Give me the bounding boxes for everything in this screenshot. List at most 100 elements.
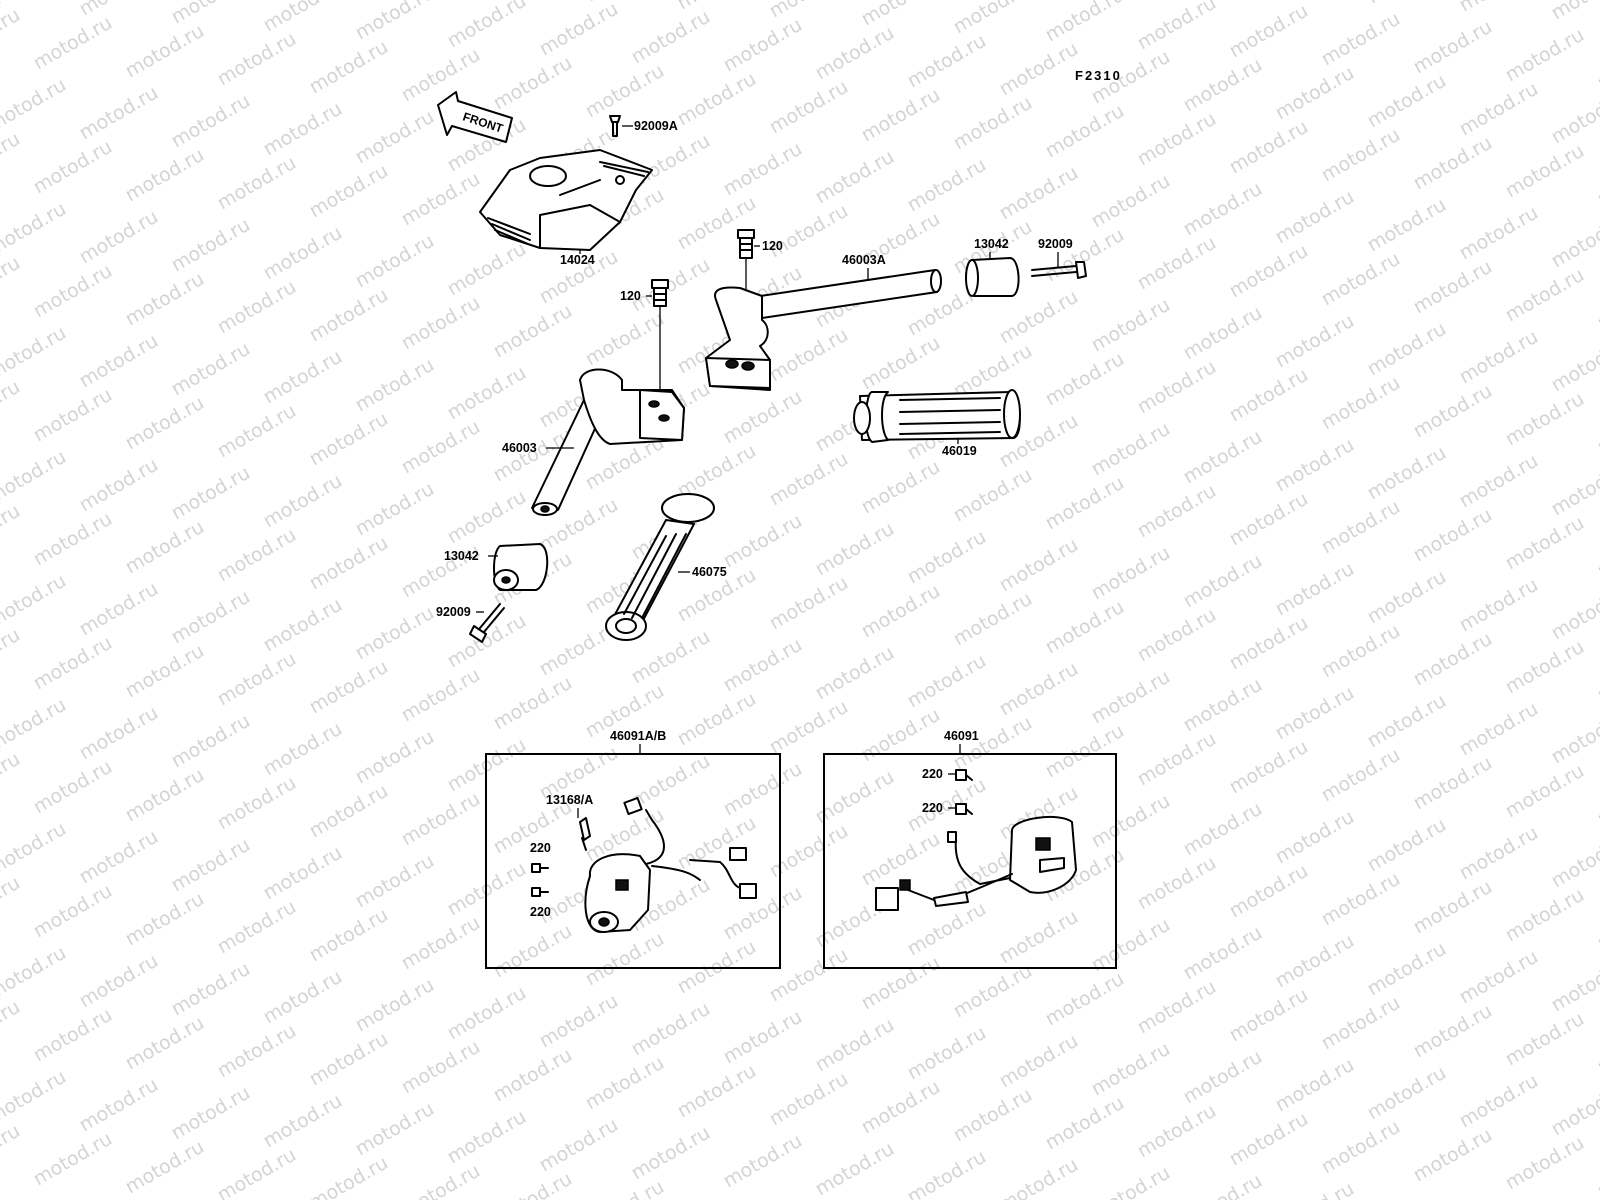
watermark-text: motod.ru xyxy=(1088,542,1174,605)
watermark-text: motod.ru xyxy=(1364,194,1450,257)
watermark-text: motod.ru xyxy=(260,966,346,1029)
label-46075: 46075 xyxy=(692,565,727,579)
watermark-text: motod.ru xyxy=(260,98,346,161)
watermark-text: motod.ru xyxy=(1502,512,1588,575)
watermark-text: motod.ru xyxy=(1594,892,1600,955)
watermark-text: motod.ru xyxy=(812,146,898,209)
watermark-text: motod.ru xyxy=(352,230,438,293)
watermark-text: motod.ru xyxy=(1272,682,1358,745)
watermark-text: motod.ru xyxy=(628,998,714,1061)
watermark-text: motod.ru xyxy=(1226,736,1312,799)
watermark-text: motod.ru xyxy=(1548,334,1600,397)
watermark-text: motod.ru xyxy=(0,872,24,935)
watermark-text: motod.ru xyxy=(1548,706,1600,769)
watermark-text: motod.ru xyxy=(904,774,990,837)
watermark-text: motod.ru xyxy=(1088,1162,1174,1200)
watermark-text: motod.ru xyxy=(352,1098,438,1161)
watermark-text: motod.ru xyxy=(0,996,24,1059)
watermark-text: motod.ru xyxy=(444,362,530,425)
watermark-text: motod.ru xyxy=(812,1138,898,1200)
left-switch-assembly-icon xyxy=(579,796,757,933)
watermark-text: motod.ru xyxy=(720,1006,806,1069)
watermark-text: motod.ru xyxy=(904,154,990,217)
watermark-text: motod.ru xyxy=(858,580,944,643)
watermark-text: motod.ru xyxy=(306,284,392,347)
watermark-text: motod.ru xyxy=(812,518,898,581)
bar-end-13042-right-icon xyxy=(965,252,1020,297)
watermark-text: motod.ru xyxy=(122,640,208,703)
watermark-text: motod.ru xyxy=(766,572,852,635)
watermark-text: motod.ru xyxy=(0,748,24,811)
watermark-text: motod.ru xyxy=(950,464,1036,527)
watermark-text: motod.ru xyxy=(1134,1100,1220,1163)
watermark-text: motod.ru xyxy=(1272,930,1358,993)
watermark-text: motod.ru xyxy=(1456,0,1542,16)
right-switch-box: 46091 220 220 xyxy=(823,729,1117,969)
watermark-text: motod.ru xyxy=(1272,1054,1358,1117)
watermark-text: motod.ru xyxy=(720,1130,806,1193)
label-46003A: 46003A xyxy=(842,253,886,267)
watermark-text: motod.ru xyxy=(858,704,944,767)
watermark-text: motod.ru xyxy=(1594,32,1600,95)
cover-14024-icon xyxy=(479,149,653,254)
screw-220-left-a-icon xyxy=(531,863,549,873)
watermark-text: motod.ru xyxy=(1042,596,1128,659)
watermark-text: motod.ru xyxy=(812,1014,898,1077)
watermark-text: motod.ru xyxy=(1456,946,1542,1009)
watermark-text: motod.ru xyxy=(904,1022,990,1085)
watermark-text: motod.ru xyxy=(306,36,392,99)
watermark-text: motod.ru xyxy=(1088,666,1174,729)
watermark-text: motod.ru xyxy=(720,634,806,697)
watermark-text: motod.ru xyxy=(720,14,806,77)
grip-46019-icon xyxy=(853,389,1021,444)
watermark-text: motod.ru xyxy=(1042,100,1128,163)
figure-code: F2310 xyxy=(1075,68,1122,83)
label-92009-right: 92009 xyxy=(1038,237,1073,251)
watermark-text: motod.ru xyxy=(904,30,990,93)
watermark-text: motod.ru xyxy=(168,586,254,649)
watermark-text: motod.ru xyxy=(858,0,944,30)
watermark-text: motod.ru xyxy=(76,82,162,145)
watermark-text: motod.ru xyxy=(1410,132,1496,195)
watermark-text: motod.ru xyxy=(1318,1116,1404,1179)
watermark-text: motod.ru xyxy=(444,238,530,301)
watermark-text: motod.ru xyxy=(0,376,24,439)
watermark-text: motod.ru xyxy=(122,1012,208,1075)
watermark-text: motod.ru xyxy=(1548,830,1600,893)
watermark-text: motod.ru xyxy=(1318,744,1404,807)
left-switch-box: 46091A/B 13168/A 220 220 xyxy=(485,729,781,969)
watermark-text: motod.ru xyxy=(858,332,944,395)
watermark-text: motod.ru xyxy=(628,1122,714,1185)
watermark-text: motod.ru xyxy=(628,254,714,317)
watermark-text: motod.ru xyxy=(1272,806,1358,869)
watermark-text: motod.ru xyxy=(444,1106,530,1169)
watermark-text: motod.ru xyxy=(904,1146,990,1200)
watermark-text: motod.ru xyxy=(1226,1108,1312,1171)
watermark-text: motod.ru xyxy=(260,718,346,781)
watermark-text: motod.ru xyxy=(1456,326,1542,389)
watermark-text: motod.ru xyxy=(76,0,162,20)
watermark-text: motod.ru xyxy=(444,982,530,1045)
watermark-text: motod.ru xyxy=(628,6,714,69)
watermark-text: motod.ru xyxy=(1042,0,1128,46)
watermark-text: motod.ru xyxy=(1226,488,1312,551)
watermark-text: motod.ru xyxy=(444,486,530,549)
label-120-right: 120 xyxy=(762,239,783,253)
watermark-text: motod.ru xyxy=(306,904,392,967)
watermark-text: motod.ru xyxy=(1318,248,1404,311)
watermark-text: motod.ru xyxy=(490,1168,576,1200)
watermark-text: motod.ru xyxy=(122,20,208,83)
watermark-text: motod.ru xyxy=(904,650,990,713)
watermark-text: motod.ru xyxy=(996,534,1082,597)
watermark-text: motod.ru xyxy=(1042,1092,1128,1155)
watermark-text: motod.ru xyxy=(1456,450,1542,513)
watermark-text: motod.ru xyxy=(1318,496,1404,559)
watermark-text: motod.ru xyxy=(1226,364,1312,427)
watermark-text: motod.ru xyxy=(122,888,208,951)
watermark-text: motod.ru xyxy=(536,990,622,1053)
watermark-text: motod.ru xyxy=(674,440,760,503)
watermark-text: motod.ru xyxy=(720,510,806,573)
watermark-text: motod.ru xyxy=(122,392,208,455)
watermark-text: motod.ru xyxy=(30,880,116,943)
